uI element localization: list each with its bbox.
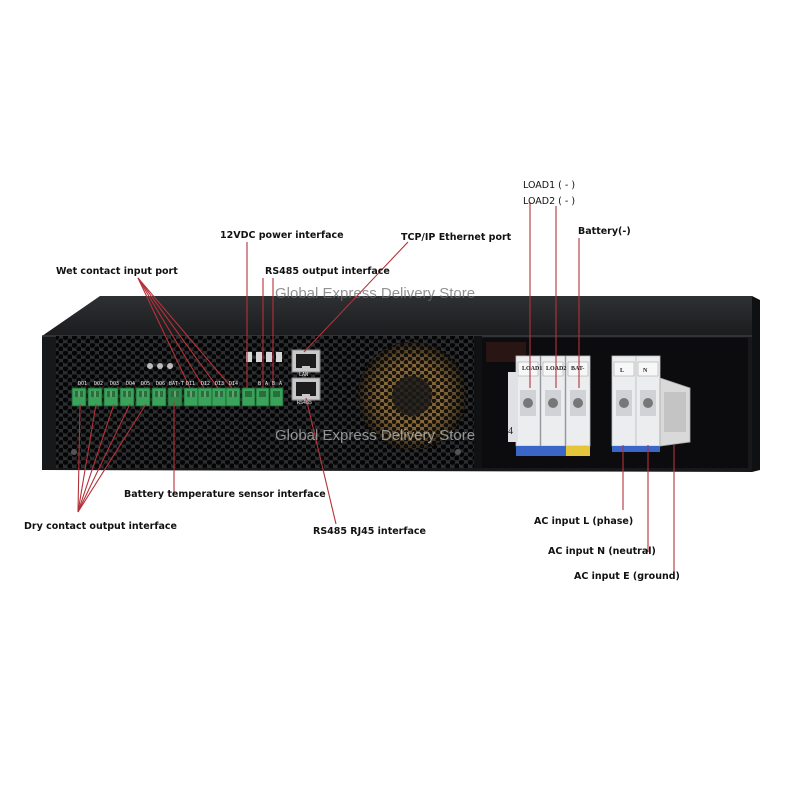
terminal-label: DI2	[201, 381, 211, 387]
rs485-pin-label: A	[279, 381, 283, 387]
indicator-led	[157, 363, 163, 369]
terminal-label: DO2	[94, 381, 104, 387]
terminal-label: DI1	[186, 381, 196, 387]
indicator-led	[147, 363, 153, 369]
rj45-port-label: RS485	[297, 400, 313, 406]
circuit-breaker[interactable]	[540, 355, 566, 447]
circuit-breaker[interactable]	[565, 355, 591, 447]
terminal-label: BAT-T	[169, 381, 185, 387]
rs485-terminal-pin[interactable]	[269, 387, 284, 407]
terminal-block[interactable]	[119, 387, 135, 407]
watermark-bottom: Global Express Delivery Store	[275, 427, 476, 444]
indicator-pin	[276, 352, 282, 362]
label-dry-contact: Dry contact output interface	[24, 521, 177, 532]
terminal-block[interactable]	[183, 387, 199, 407]
indicator-pin	[266, 352, 272, 362]
terminal-block[interactable]	[151, 387, 167, 407]
label-battery-negative: Battery(-)	[578, 226, 631, 237]
breaker-label-l: L	[620, 368, 625, 374]
breaker-group-load-battery	[508, 355, 591, 456]
terminal-label: DO6	[156, 381, 166, 387]
rs485-terminal	[241, 387, 284, 407]
breaker-base-yellow	[566, 446, 590, 456]
label-load2: LOAD2 ( - )	[523, 196, 576, 207]
indicator-leds	[147, 352, 282, 369]
label-wet-contact: Wet contact input port	[56, 266, 178, 277]
label-battery-temp: Battery temperature sensor interface	[124, 489, 326, 500]
circuit-breaker[interactable]	[635, 355, 661, 447]
breaker-group-ac	[611, 355, 661, 452]
terminal-block[interactable]	[225, 387, 241, 407]
breaker-base-blue	[612, 446, 660, 452]
terminal-block[interactable]	[71, 387, 87, 407]
label-ac-input-e: AC input E (ground)	[574, 571, 680, 582]
handwritten-mark: 4	[508, 426, 513, 437]
indicator-pin	[246, 352, 252, 362]
rs485-terminal-pin[interactable]	[241, 387, 256, 407]
ground-terminal-block	[659, 377, 691, 447]
chassis-top	[42, 296, 752, 336]
indicator-led	[167, 363, 173, 369]
terminal-label: DO4	[126, 381, 136, 387]
label-rs485-rj45: RS485 RJ45 interface	[313, 526, 426, 537]
rs485-pin-label: B	[272, 381, 276, 387]
terminal-label: DO1	[78, 381, 88, 387]
breaker-label-n: N	[643, 368, 648, 374]
breaker-label-load1: LOAD1	[522, 366, 543, 372]
terminal-block[interactable]	[103, 387, 119, 407]
breaker-base-blue	[516, 446, 566, 456]
terminal-block[interactable]	[87, 387, 103, 407]
label-load1: LOAD1 ( - )	[523, 180, 576, 191]
breaker-label-bat: BAT-	[571, 366, 585, 372]
rs485-pin-label: B	[258, 381, 262, 387]
leader-lines	[77, 202, 675, 574]
terminal-label: DO5	[141, 381, 151, 387]
terminal-block[interactable]	[135, 387, 151, 407]
label-tcpip-port: TCP/IP Ethernet port	[401, 232, 512, 243]
rs485-pin-label: A	[265, 381, 269, 387]
terminal-label: DI4	[229, 381, 239, 387]
circuit-breaker[interactable]	[515, 355, 541, 447]
terminal-block[interactable]	[211, 387, 227, 407]
label-rs485-output: RS485 output interface	[265, 266, 390, 277]
label-ac-input-n: AC input N (neutral)	[548, 546, 656, 557]
label-ac-input-l: AC input L (phase)	[534, 516, 634, 527]
terminal-block[interactable]	[197, 387, 213, 407]
breaker-label-load2: LOAD2	[546, 366, 567, 372]
terminal-label: DO3	[110, 381, 120, 387]
indicator-pin	[256, 352, 262, 362]
ethernet-port-label: LAN	[299, 372, 309, 378]
watermark-top: Global Express Delivery Store	[275, 285, 476, 302]
rs485-terminal-pin[interactable]	[255, 387, 270, 407]
label-12vdc-power: 12VDC power interface	[220, 230, 344, 241]
terminal-label: DI3	[215, 381, 225, 387]
circuit-breaker[interactable]	[611, 355, 637, 447]
terminal-strip	[71, 387, 241, 407]
terminal-block[interactable]	[167, 387, 183, 407]
